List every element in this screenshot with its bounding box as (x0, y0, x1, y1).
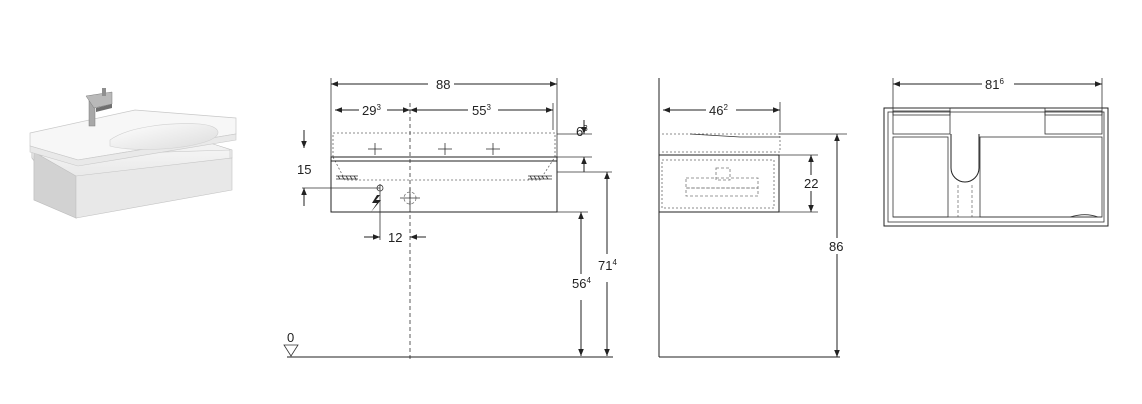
back-view: 816 (883, 76, 1109, 227)
dim-vanity-bottom-height: 564 (572, 276, 591, 291)
dim-total-height: 86 (829, 239, 843, 254)
vanity-product-image (29, 88, 237, 219)
dim-inlet-spacing: 12 (388, 230, 402, 245)
dim-inlet-height: 15 (297, 162, 311, 177)
dim-left-offset: 293 (362, 103, 381, 118)
dim-right-span: 553 (472, 103, 491, 118)
tap-hole-markers (368, 143, 500, 155)
dim-vanity-top-height: 714 (598, 258, 617, 273)
floor-level-triangle-icon (283, 344, 299, 357)
dim-top-thickness: 63 (576, 124, 588, 139)
basin-front-edge (29, 133, 237, 167)
siphon-cutout (950, 134, 980, 183)
floor-level-label: 0 (287, 330, 294, 345)
cabinet-feet-hatch (336, 175, 552, 180)
faucet-icon (85, 88, 113, 127)
dim-front-width: 88 (436, 77, 450, 92)
dim-side-depth: 462 (709, 103, 728, 118)
electrical-connection-icon (371, 184, 384, 240)
side-view: 462 22 86 (658, 78, 847, 358)
dim-back-width: 816 (985, 77, 1004, 92)
front-view: 88 293 553 63 (283, 76, 617, 360)
basin-bowl (109, 123, 219, 150)
drain-marker (400, 188, 420, 208)
dim-drawer-height: 22 (804, 176, 818, 191)
cabinet-front-panel (75, 157, 233, 219)
